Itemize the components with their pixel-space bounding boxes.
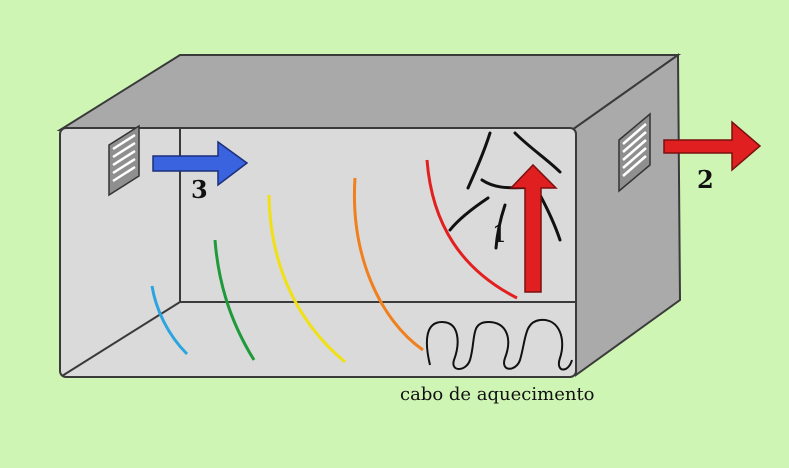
marker-3: 3 [191,175,208,204]
airflow-line-yellow [267,194,346,364]
airflow-line-orange [352,177,424,352]
vent-grille-icon [618,112,651,193]
vent-grille-icon [108,124,140,197]
airflow-line-red [425,159,518,300]
marker-2: 2 [697,165,714,194]
heating-cable-caption: cabo de aquecimento [400,384,595,405]
heating-cable-icon [425,318,573,371]
red-arrow-up-icon [509,163,558,293]
marker-1: 1 [492,220,507,248]
red-arrow-right-icon [663,120,762,172]
box-interior [59,127,577,378]
airflow-line-green [213,239,256,361]
blue-arrow-icon [152,140,249,187]
airflow-line-blue [150,285,189,356]
